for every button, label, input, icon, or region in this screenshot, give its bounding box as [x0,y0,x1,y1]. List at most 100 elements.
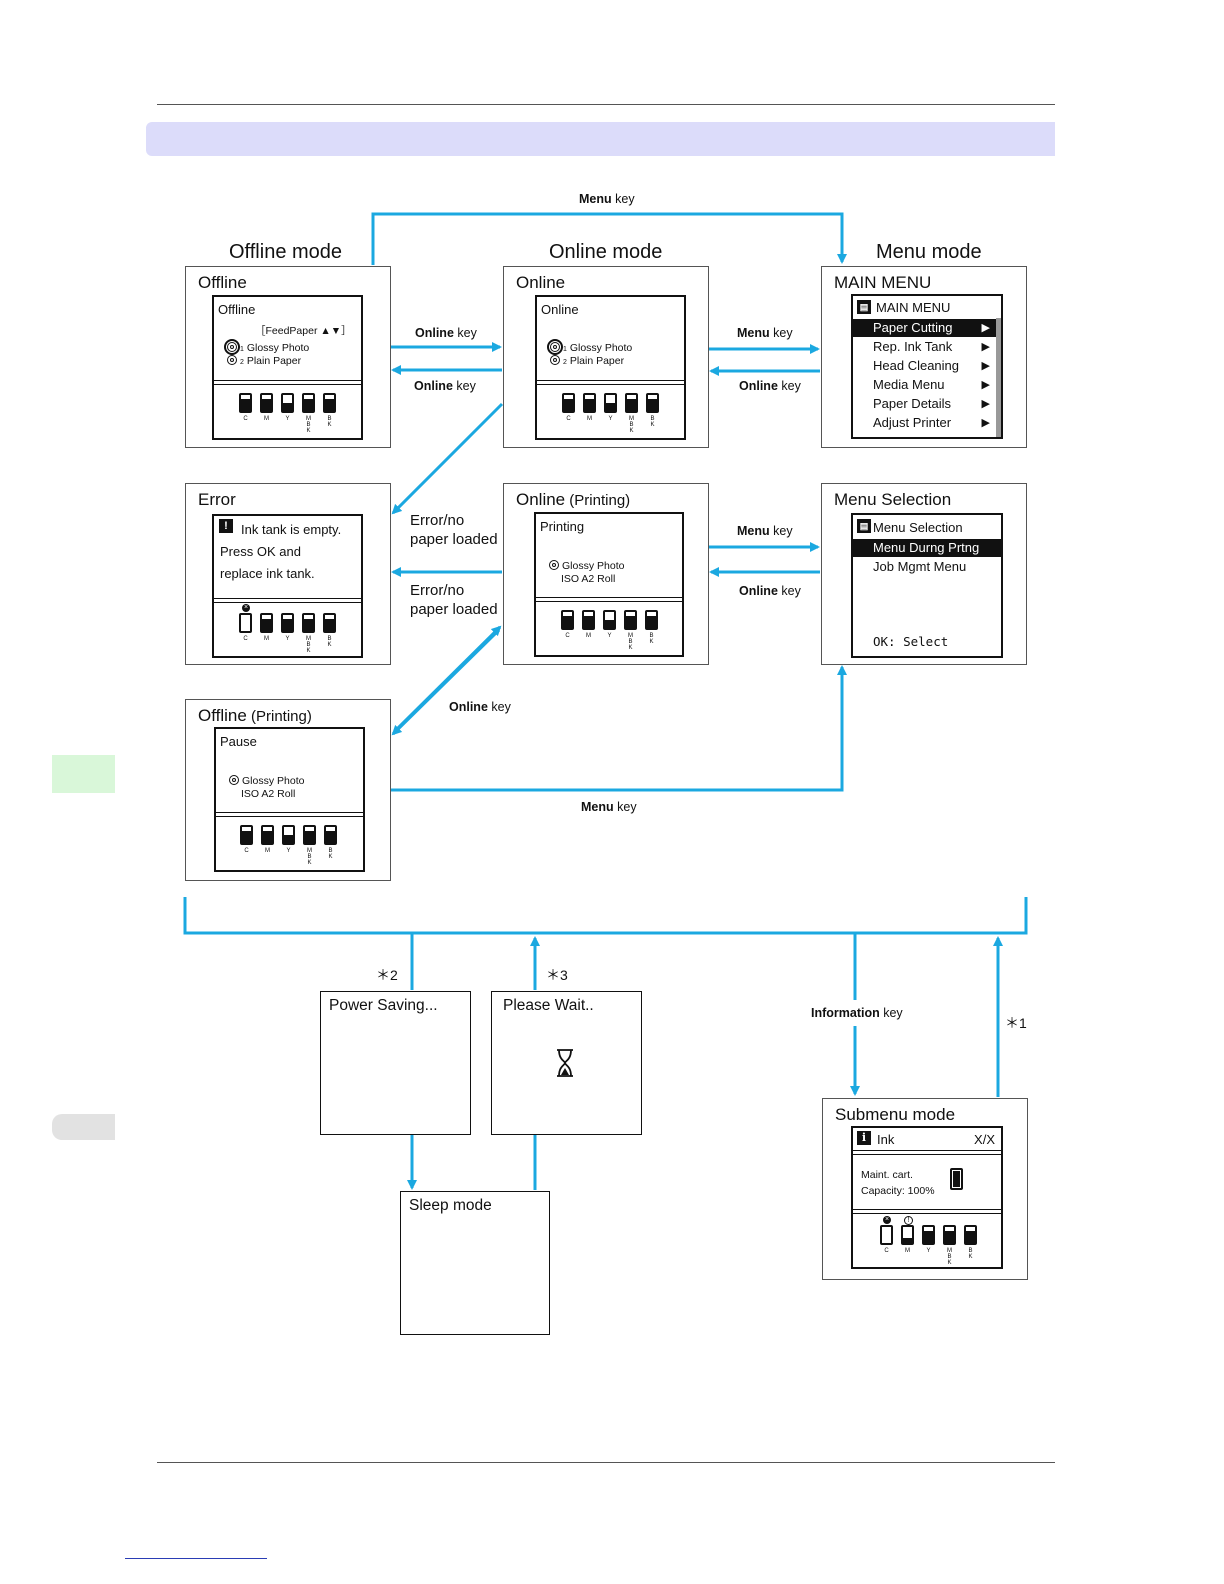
ink-color-label: Y [285,636,290,642]
ink-tank: !M [899,1216,916,1266]
roll-media-icon [224,339,240,355]
online-printing-panel: Online (Printing) Printing Glossy Photo … [503,483,709,665]
footer-link-underline[interactable] [125,1558,267,1559]
roll-media-icon [550,355,560,365]
ink-color-label: M [264,416,269,422]
menu-icon: ▤ [857,519,871,533]
ink-tank-gauge [261,825,274,845]
lcd-title: Pause [220,734,257,749]
ink-level-fill [627,399,636,411]
bottom-bracket [183,897,1028,935]
lcd-divider [216,812,363,817]
menu-item-rep-ink-tank[interactable]: Rep. Ink Tank▶ [873,339,990,354]
ink-tank-gauge [624,610,637,630]
menu-mode-title: Menu mode [876,241,982,263]
footnote-mark-2: ＊2 [376,967,398,983]
ink-tank-gauge [303,825,316,845]
ink-tank: M B K [300,393,317,434]
menu-item-media-menu[interactable]: Media Menu▶ [873,377,990,392]
chevron-right-icon: ▶ [981,360,990,372]
ink-level-fill [606,403,615,411]
ink-level-fill [304,619,313,631]
feed-paper-hint: ［FeedPaper ▲▼］ [255,325,352,337]
menu-item-menu-durng-prtng[interactable]: Menu Durng Prtng [853,539,1001,557]
panel-title: Online [516,273,566,292]
submenu-lcd: i Ink X/X Maint. cart. Capacity: 100% ×C… [851,1126,1003,1269]
maint-cart-label: Maint. cart. [861,1169,913,1181]
menu-item-adjust-printer[interactable]: Adjust Printer▶ [873,415,990,430]
ink-tank-gauge [603,610,616,630]
ink-tank: C [238,825,255,866]
lcd-title: Ink [877,1132,895,1147]
menu-key-label-top: Menu key [579,192,635,206]
ink-tank-gauge: × [880,1216,893,1245]
ink-tank-gauge [323,613,336,633]
ink-color-label: M [586,633,591,639]
online-key-label: Online key [449,700,511,714]
ink-tank: Y [279,393,296,434]
menu-item-paper-details[interactable]: Paper Details▶ [873,396,990,411]
lcd-title: Offline [218,302,256,317]
ink-tank-gauge [324,825,337,845]
ink-tank-gauge [260,393,273,413]
ink-tank-gauge [646,393,659,413]
online-key-label: Online key [415,326,477,340]
ink-color-label: B K [327,416,332,428]
panel-title: Online (Printing) [516,490,631,509]
media-line-1: 1 Glossy Photo [547,339,632,355]
section-header-band [146,122,1055,156]
ink-tank: C [237,393,254,434]
ink-tank: M [258,613,275,654]
ink-tank: B K [322,825,339,866]
ink-tank: M [580,610,597,651]
ink-tank-gauge [922,1225,935,1245]
menu-item-job-mgmt[interactable]: Job Mgmt Menu [873,559,967,574]
menu-scrollbar[interactable] [996,318,1001,437]
ink-level-fill [605,620,614,628]
footer-rule [157,1462,1055,1463]
lcd-title: Printing [540,519,585,534]
ink-level-fill [263,831,272,843]
arrow-offline-to-menu-top [371,212,847,265]
ink-color-label: M B K [947,1248,952,1266]
ink-color-label: M [265,848,270,854]
menu-item-head-cleaning[interactable]: Head Cleaning▶ [873,358,990,373]
menu-key-label: Menu key [737,326,793,340]
menu-item-paper-cutting[interactable]: Paper Cutting▶ [853,319,996,337]
chapter-tab-active[interactable] [52,755,115,793]
ink-tank-gauge: ! [901,1216,914,1245]
chapter-tab[interactable] [52,1114,115,1140]
menu-icon: ▤ [857,300,871,314]
online-key-label: Online key [739,379,801,393]
ink-tank: Y [602,393,619,434]
ink-color-label: M [587,416,592,422]
ok-select-hint: OK: Select [873,634,949,649]
ink-level-fill [945,1231,954,1243]
ink-tank-gauge [239,393,252,413]
capacity-label: Capacity: 100% [861,1185,935,1197]
chevron-right-icon: ▶ [981,379,990,391]
ink-level-fill [924,1231,933,1243]
online-key-label: Online key [739,584,801,598]
empty-warning-icon: × [883,1216,891,1224]
ink-tank: B K [643,610,660,651]
ink-color-label: M [905,1248,910,1254]
ink-level-fill [242,831,251,843]
media-line-1: 1 Glossy Photo [224,339,309,355]
ink-color-label: Y [286,848,291,854]
ink-tank-gauge [281,613,294,633]
ink-tank-gauge [943,1225,956,1245]
menu-key-label: Menu key [581,800,637,814]
ink-level-fill [262,399,271,411]
exclamation-icon: ! [219,519,233,533]
hourglass-icon [557,1049,573,1077]
lcd-divider [853,1150,1001,1155]
ink-tank-gauge [302,613,315,633]
ink-tank: B K [321,393,338,434]
ink-tank-gauge [282,825,295,845]
arrow-online-to-error [391,402,504,515]
offline-panel: Offline Offline ［FeedPaper ▲▼］ 1 Glossy … [185,266,391,448]
ink-color-label: C [244,848,249,854]
